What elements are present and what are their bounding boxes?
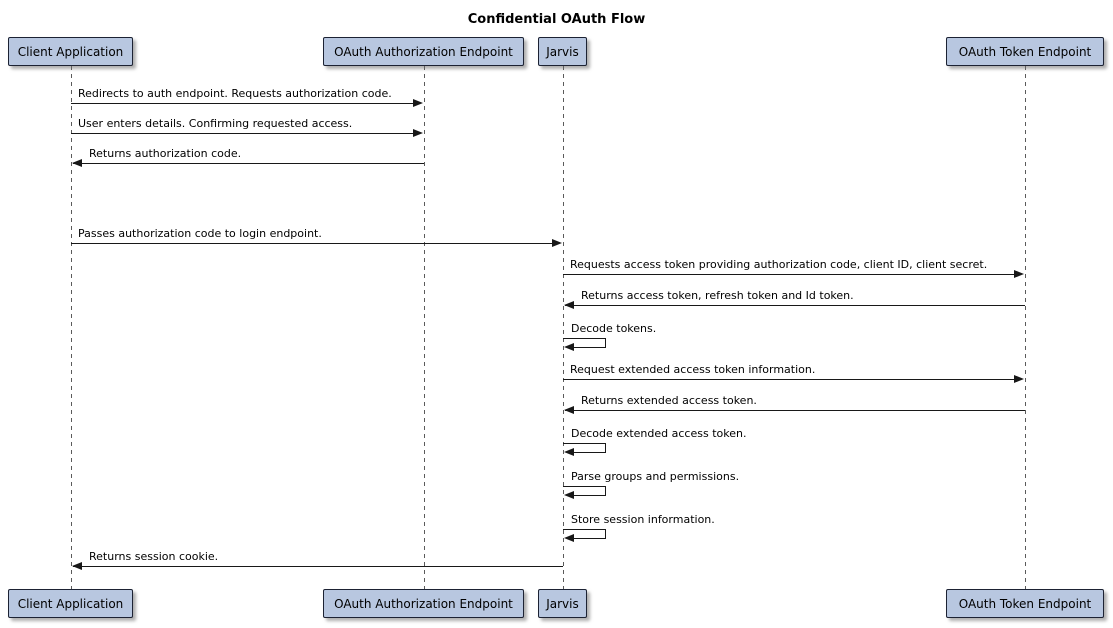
message-10-label: Decode extended access token. bbox=[571, 427, 747, 440]
diagram-title: Confidential OAuth Flow bbox=[467, 12, 646, 27]
participant-auth-top: OAuth Authorization Endpoint bbox=[323, 37, 524, 66]
message-2-arrowhead bbox=[413, 129, 423, 137]
message-3-label: Returns authorization code. bbox=[89, 147, 242, 160]
message-7-line-top bbox=[563, 338, 605, 339]
lifeline-client bbox=[71, 66, 72, 589]
message-10-arrowhead bbox=[564, 448, 574, 456]
message-9-arrowhead bbox=[564, 406, 574, 414]
message-13-line bbox=[73, 566, 563, 567]
participant-jarvis-bottom: Jarvis bbox=[538, 589, 587, 618]
message-12-line-top bbox=[563, 529, 605, 530]
message-7-line-bottom bbox=[572, 347, 606, 348]
participant-token-top: OAuth Token Endpoint bbox=[946, 37, 1104, 66]
message-7-arrowhead bbox=[564, 343, 574, 351]
message-8-label: Request extended access token informatio… bbox=[570, 363, 816, 376]
message-11-line-bottom bbox=[572, 495, 606, 496]
message-9-line bbox=[565, 410, 1025, 411]
message-12-line-bottom bbox=[572, 538, 606, 539]
message-7-label: Decode tokens. bbox=[571, 322, 657, 335]
message-12-label: Store session information. bbox=[571, 513, 715, 526]
message-7-line-right bbox=[605, 338, 606, 348]
lifeline-auth bbox=[424, 66, 425, 589]
message-1-arrowhead bbox=[413, 99, 423, 107]
participant-token-bottom: OAuth Token Endpoint bbox=[946, 589, 1104, 618]
message-2-label: User enters details. Confirming requeste… bbox=[78, 117, 353, 130]
lifeline-token bbox=[1025, 66, 1026, 589]
message-13-label: Returns session cookie. bbox=[89, 550, 219, 563]
message-4-line bbox=[71, 243, 555, 244]
lifeline-jarvis bbox=[563, 66, 564, 589]
message-3-line bbox=[73, 163, 424, 164]
message-5-line bbox=[563, 274, 1017, 275]
message-8-arrowhead bbox=[1014, 375, 1024, 383]
message-10-line-bottom bbox=[572, 452, 606, 453]
message-10-line-top bbox=[563, 443, 605, 444]
message-10-line-right bbox=[605, 443, 606, 453]
message-12-arrowhead bbox=[564, 534, 574, 542]
message-12-line-right bbox=[605, 529, 606, 539]
message-3-arrowhead bbox=[72, 159, 82, 167]
participant-client-bottom: Client Application bbox=[8, 589, 133, 618]
message-6-arrowhead bbox=[564, 301, 574, 309]
message-6-label: Returns access token, refresh token and … bbox=[581, 289, 854, 302]
message-11-arrowhead bbox=[564, 491, 574, 499]
message-5-label: Requests access token providing authoriz… bbox=[570, 258, 988, 271]
message-11-line-right bbox=[605, 486, 606, 496]
message-9-label: Returns extended access token. bbox=[581, 394, 757, 407]
message-1-label: Redirects to auth endpoint. Requests aut… bbox=[78, 87, 392, 100]
participant-client-top: Client Application bbox=[8, 37, 133, 66]
message-4-label: Passes authorization code to login endpo… bbox=[78, 227, 322, 240]
message-11-line-top bbox=[563, 486, 605, 487]
message-8-line bbox=[563, 379, 1017, 380]
message-1-line bbox=[71, 103, 416, 104]
message-6-line bbox=[565, 305, 1025, 306]
message-5-arrowhead bbox=[1014, 270, 1024, 278]
participant-auth-bottom: OAuth Authorization Endpoint bbox=[323, 589, 524, 618]
participant-jarvis-top: Jarvis bbox=[538, 37, 587, 66]
message-2-line bbox=[71, 133, 416, 134]
message-13-arrowhead bbox=[72, 562, 82, 570]
message-4-arrowhead bbox=[552, 239, 562, 247]
message-11-label: Parse groups and permissions. bbox=[571, 470, 740, 483]
